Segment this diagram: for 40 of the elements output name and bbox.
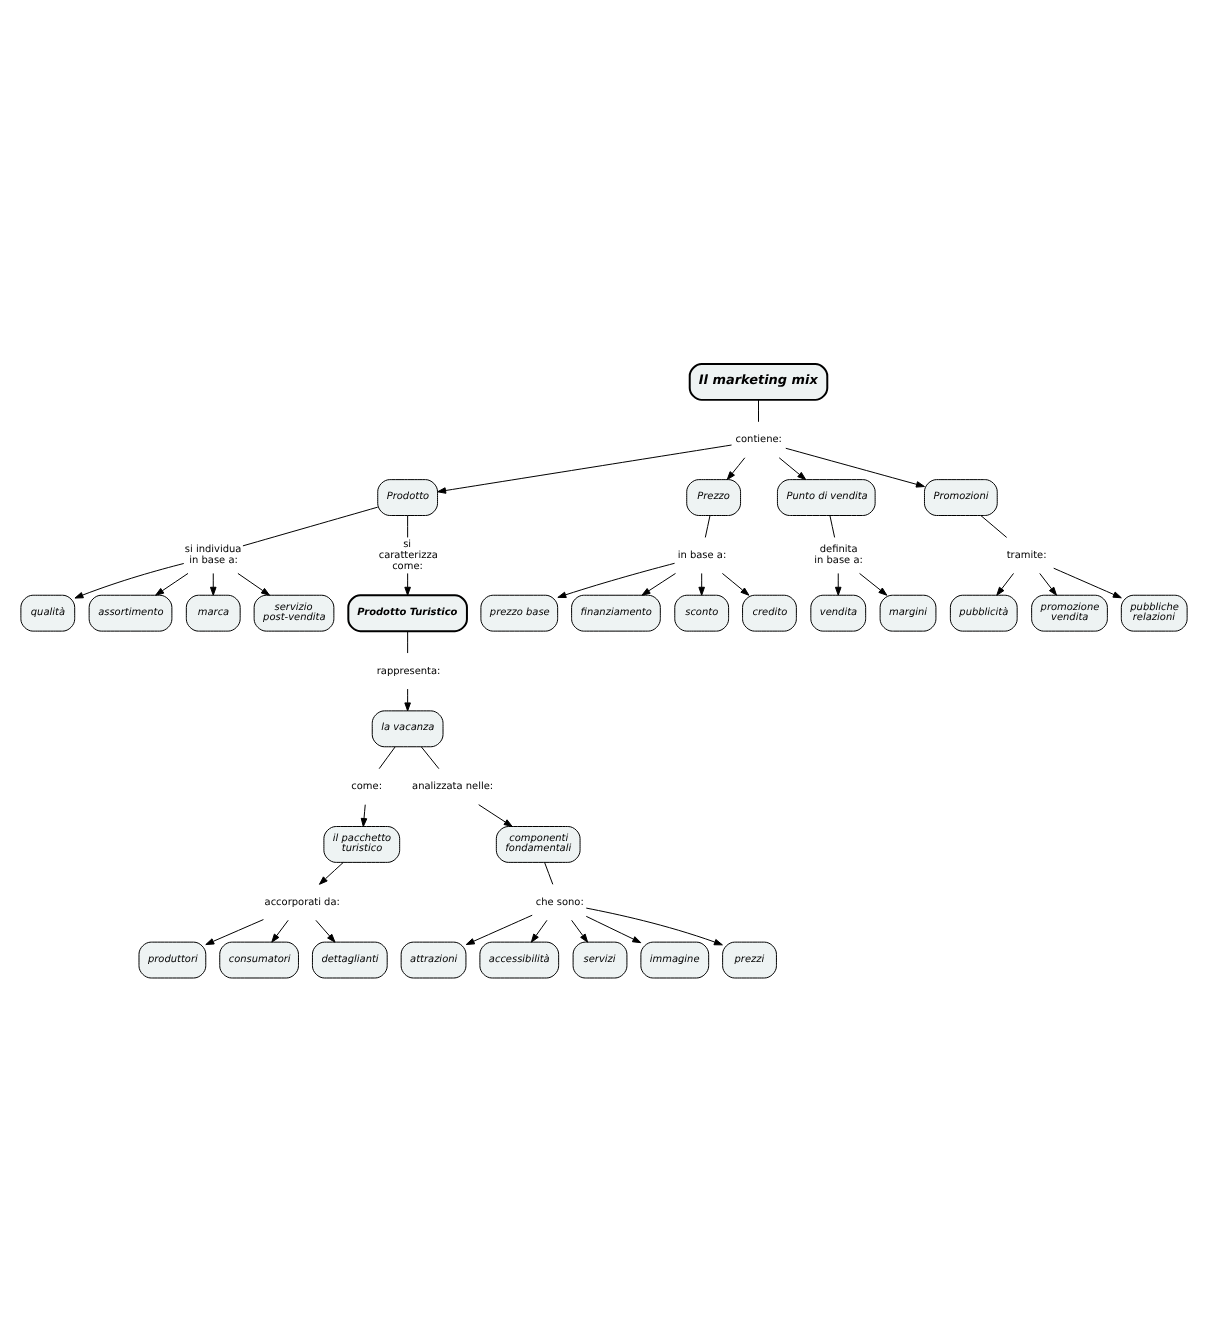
- connector: [544, 862, 554, 885]
- arrow: [315, 919, 336, 943]
- arrow: [641, 572, 676, 596]
- arrow: [478, 804, 513, 827]
- connector: [758, 399, 759, 423]
- arrow: [530, 919, 548, 943]
- arrow: [271, 919, 289, 943]
- arrow: [404, 688, 411, 712]
- arrow: [726, 457, 746, 481]
- arrow: [785, 447, 925, 488]
- arrow: [698, 572, 705, 596]
- arrow: [205, 919, 264, 946]
- arrow: [859, 572, 888, 596]
- connector: [407, 630, 409, 654]
- arrow: [834, 572, 842, 596]
- arrow: [571, 919, 589, 943]
- connector: [980, 515, 1008, 538]
- arrow: [557, 562, 676, 599]
- connector: [407, 515, 409, 538]
- arrow: [585, 907, 723, 946]
- arrow: [1039, 572, 1057, 596]
- arrow: [155, 572, 189, 596]
- connector: [829, 515, 836, 538]
- arrow: [318, 862, 344, 885]
- arrow: [74, 563, 185, 599]
- connector: [420, 746, 440, 770]
- connector: [242, 506, 379, 547]
- arrow: [778, 457, 807, 481]
- connector: [704, 515, 711, 538]
- arrow: [209, 572, 217, 596]
- arrow: [404, 572, 411, 596]
- arrow: [721, 572, 750, 596]
- arrow: [585, 915, 642, 944]
- arrow: [360, 804, 368, 827]
- arrow: [1053, 567, 1122, 599]
- connector: [378, 746, 396, 770]
- arrow: [996, 572, 1015, 596]
- arrow: [465, 914, 533, 946]
- arrow: [237, 572, 270, 596]
- arrow: [437, 444, 733, 494]
